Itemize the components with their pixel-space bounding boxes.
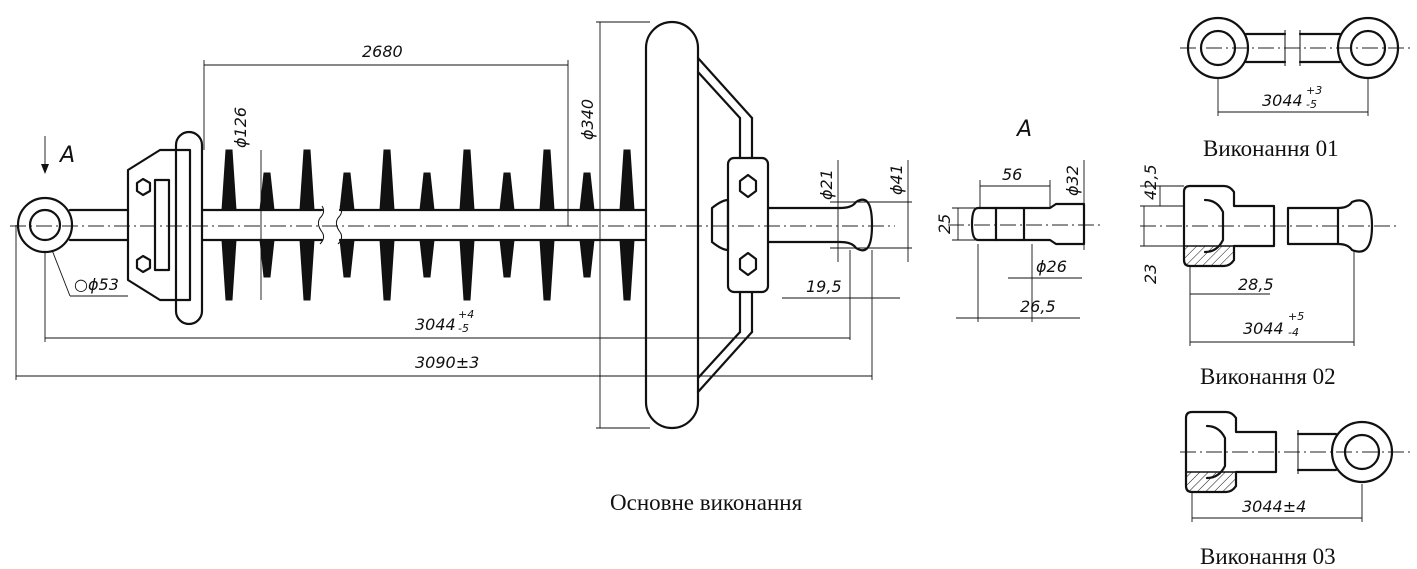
dim-phi41: ϕ41	[887, 164, 906, 195]
large-shed	[379, 149, 395, 301]
caption-main: Основне виконання	[610, 490, 803, 515]
grading-ring	[644, 20, 770, 430]
dim-v02-28-5: 28,5	[1238, 275, 1274, 294]
dim-v03-length: 3044±4	[1242, 497, 1306, 516]
insulator-rod	[200, 205, 647, 245]
variant-01: 3044 +3 -5 Виконання 01	[1180, 16, 1410, 161]
dim-a-phi32: ϕ32	[1063, 165, 1082, 196]
dim-main-tol-down: -5	[458, 322, 469, 335]
small-shed	[419, 172, 435, 278]
small-shed	[579, 172, 595, 278]
large-shed	[539, 149, 555, 301]
dim-phi126: ϕ126	[231, 107, 250, 148]
dim-a-26-5: 26,5	[1020, 297, 1056, 316]
dim-v01-tol-up: +3	[1306, 84, 1322, 97]
small-shed	[339, 172, 355, 278]
main-dimension-lines	[15, 21, 912, 429]
view-a: A 56 ϕ32 25 ϕ26 26,5	[935, 117, 1100, 322]
caption-v03: Виконання 03	[1200, 544, 1336, 569]
dim-phi21: ϕ21	[817, 169, 836, 200]
dim-19-5: 19,5	[806, 277, 842, 296]
dim-v02-tol-down: -4	[1288, 326, 1299, 339]
view-a-label: A	[1015, 117, 1032, 142]
dim-v02-tol-up: +5	[1288, 310, 1304, 323]
dim-v02-length: 3044	[1243, 319, 1284, 338]
caption-v01: Виконання 01	[1203, 136, 1339, 161]
dim-main-length: 3044	[415, 315, 456, 334]
dim-phi340: ϕ340	[578, 99, 597, 140]
small-shed	[499, 172, 515, 278]
dim-circle-phi53: ○ϕ53	[74, 275, 119, 294]
large-shed	[619, 149, 635, 301]
left-eye-fitting	[16, 130, 204, 326]
large-shed	[221, 149, 237, 301]
dim-overall: 3090±3	[415, 353, 479, 372]
dim-2680: 2680	[362, 42, 403, 61]
variant-03: 3044±4 Виконання 03	[1180, 410, 1410, 569]
small-shed	[259, 172, 275, 278]
dim-main-tol-up: +4	[458, 308, 474, 321]
dim-a-25: 25	[935, 214, 954, 234]
right-ball-fitting	[766, 198, 874, 252]
caption-v02: Виконання 02	[1200, 364, 1336, 389]
insulator-sheds	[221, 149, 635, 301]
dim-a-56: 56	[1002, 165, 1022, 184]
dim-v02-23: 23	[1141, 264, 1160, 284]
dim-v01-tol-down: -5	[1306, 98, 1317, 111]
dim-v02-42-5: 42,5	[1141, 164, 1160, 200]
large-shed	[459, 149, 475, 301]
main-view: 2680 ϕ126 ϕ340 ϕ21 ϕ41 ○ϕ53 19,5 3044 +4…	[10, 20, 912, 515]
section-arrow-label: A	[58, 143, 75, 168]
variant-02: 42,5 23 28,5 3044 +5 -4 Виконання 02	[1140, 164, 1400, 389]
large-shed	[299, 149, 315, 301]
dim-a-phi26: ϕ26	[1036, 257, 1067, 276]
dim-v01-length: 3044	[1262, 91, 1303, 110]
